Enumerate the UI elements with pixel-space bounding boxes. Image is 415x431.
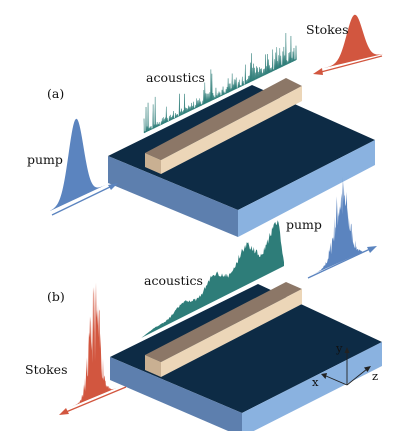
pump-pulse-a — [50, 118, 112, 211]
pump-pulse-b — [309, 176, 372, 276]
panel-a — [50, 14, 383, 237]
stokes-arrow-b — [65, 386, 127, 413]
panel-a-tag: (a) — [47, 86, 65, 101]
x-axis-line — [325, 375, 348, 386]
slab-top-b — [110, 284, 382, 413]
slab-front-a — [108, 156, 238, 237]
waveguide-front-a — [161, 86, 302, 174]
y-axis-head — [344, 347, 350, 353]
waveguide-top-a — [145, 78, 302, 160]
stokes-pulse-b — [66, 282, 126, 409]
panel-b-tag: (b) — [47, 289, 65, 304]
acoustics-label-a: acoustics — [146, 70, 205, 85]
pump-label-a: pump — [27, 152, 63, 167]
stokes-arrowhead-a — [313, 68, 323, 75]
pump-arrow-b — [307, 248, 371, 279]
waveguide-front-b — [161, 289, 302, 377]
acoustics-noise-a — [143, 33, 297, 134]
x-axis-head — [321, 373, 327, 379]
axis-label-z: z — [372, 369, 379, 383]
z-axis-line — [346, 368, 368, 386]
stokes-arrow-a — [320, 55, 383, 73]
axis-label-y: y — [336, 341, 343, 355]
waveguide-end-a — [145, 153, 161, 174]
axes-glyph — [321, 347, 371, 386]
pump-arrowhead-b — [367, 246, 377, 253]
slab-front-b — [110, 357, 242, 431]
stokes-arrowhead-b — [59, 408, 69, 415]
stokes-label-b: Stokes — [25, 362, 68, 377]
waveguide-end-b — [145, 355, 161, 377]
acoustics-wave-b — [141, 220, 284, 338]
acoustics-label-b: acoustics — [144, 273, 203, 288]
slab-top-a — [108, 85, 375, 210]
panel-b — [59, 176, 382, 431]
slab-right-a — [238, 140, 375, 237]
waveguide-top-b — [145, 282, 302, 362]
pump-label-b: pump — [286, 217, 322, 232]
pump-arrowhead-a — [108, 183, 118, 190]
pump-arrow-a — [51, 185, 113, 216]
stokes-label-a: Stokes — [306, 22, 349, 37]
z-axis-head — [364, 366, 371, 372]
stokes-pulse-a — [320, 14, 383, 69]
axis-label-x: x — [312, 375, 319, 389]
